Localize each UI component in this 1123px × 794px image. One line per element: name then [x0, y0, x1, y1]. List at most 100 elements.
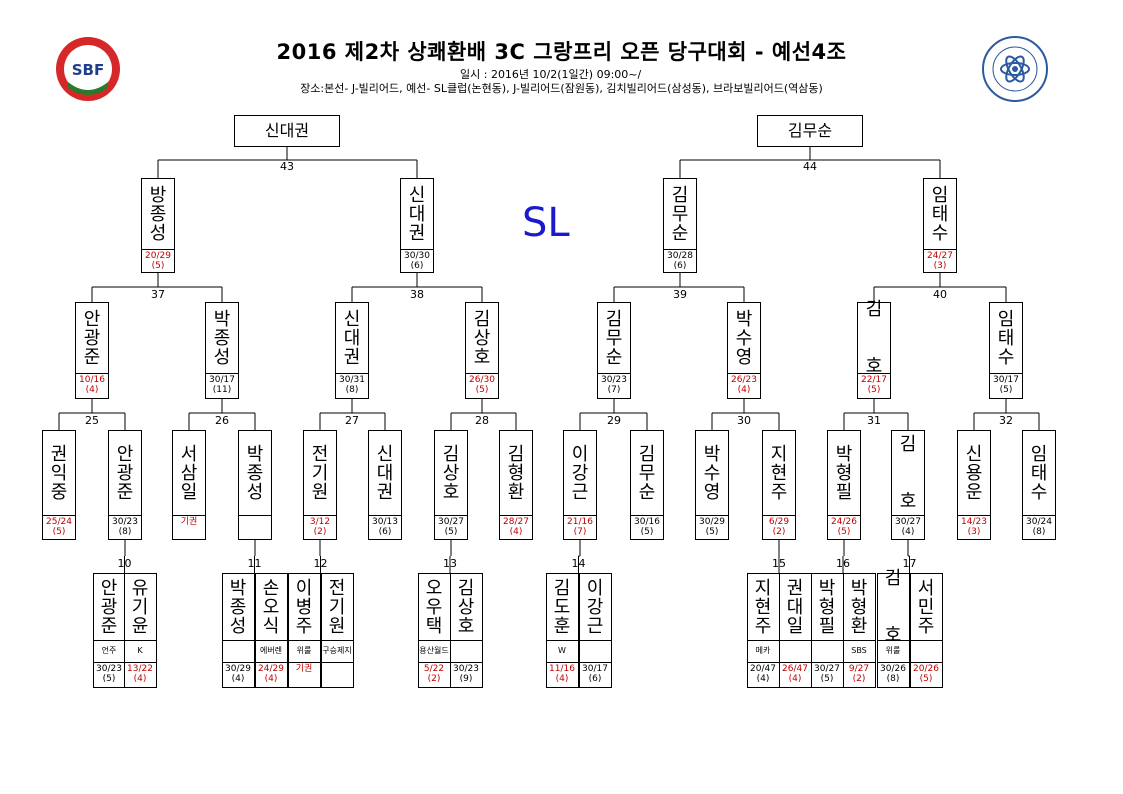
venue-mark: SL: [522, 200, 570, 246]
sets-value: (6): [410, 261, 424, 271]
score-value: 30/23: [453, 664, 479, 674]
match-number: 10: [117, 557, 132, 570]
score-value: 30/24: [1026, 517, 1052, 527]
sets-value: (6): [378, 527, 392, 537]
player-score: 24/26(5): [828, 515, 860, 539]
player-score: 10/16(4): [76, 373, 108, 398]
player-club: SBS: [843, 640, 875, 662]
sets-value: (7): [607, 385, 621, 395]
match-number: 25: [85, 414, 99, 427]
match-number: 30: [737, 414, 751, 427]
player-club: [779, 640, 811, 662]
player-score: 30/23(9): [450, 662, 482, 687]
score-value: 30/26: [880, 664, 906, 674]
sbf-logo-icon: SBF: [56, 37, 120, 101]
score-value: 24/27: [927, 251, 953, 261]
player-club: [450, 640, 482, 662]
player-score: [239, 515, 271, 539]
score-value: 22/17: [861, 375, 887, 385]
player-score: 30/27(4): [892, 515, 924, 539]
player-score: 20/47(4): [747, 662, 779, 687]
score-value: 5/22: [423, 664, 445, 674]
sets-value: (4): [133, 674, 147, 684]
player-score: 25/24(5): [43, 515, 75, 539]
score-value: 30/28: [667, 251, 693, 261]
score-value: 24/26: [831, 517, 857, 527]
sets-value: (4): [509, 527, 523, 537]
match-number: 27: [345, 414, 359, 427]
player-score: 20/26(5): [910, 662, 942, 687]
match-number: 39: [673, 288, 687, 301]
sets-value: (8): [345, 385, 359, 395]
player-club: 에버렌: [255, 640, 287, 662]
sets-value: (5): [999, 385, 1013, 395]
player-score: 21/16(7): [564, 515, 596, 539]
svg-text:SBF: SBF: [72, 61, 104, 79]
player-name: 김 호: [865, 299, 883, 377]
score-value: 30/17: [582, 664, 608, 674]
player-score: 30/27(5): [435, 515, 467, 539]
player-score: 24/27(3): [924, 249, 956, 272]
score-value: 30/13: [372, 517, 398, 527]
council-logo: [982, 36, 1048, 102]
match-number: 16: [836, 557, 850, 570]
sets-value: (4): [555, 674, 569, 684]
match-number: 13: [443, 557, 457, 570]
player-club: 위룰: [877, 640, 909, 662]
player-score: 22/17(5): [858, 373, 890, 398]
finalist-box: 김무순: [757, 115, 863, 147]
match-number: 26: [215, 414, 229, 427]
match-number: 44: [803, 160, 817, 173]
score-value: 30/29: [225, 664, 251, 674]
player-score: 14/23(3): [958, 515, 990, 539]
score-value: 30/17: [993, 375, 1019, 385]
player-score: 30/23(8): [109, 515, 141, 539]
sets-value: (7): [573, 527, 587, 537]
player-club: 메카: [747, 640, 779, 662]
sets-value: (5): [919, 674, 933, 684]
score-value: 11/16: [549, 664, 575, 674]
player-score: 30/29(4): [222, 662, 254, 687]
council-logo-icon: [982, 36, 1048, 102]
sets-value: (4): [231, 674, 245, 684]
score-value: 26/30: [469, 375, 495, 385]
player-score: 26/23(4): [728, 373, 760, 398]
